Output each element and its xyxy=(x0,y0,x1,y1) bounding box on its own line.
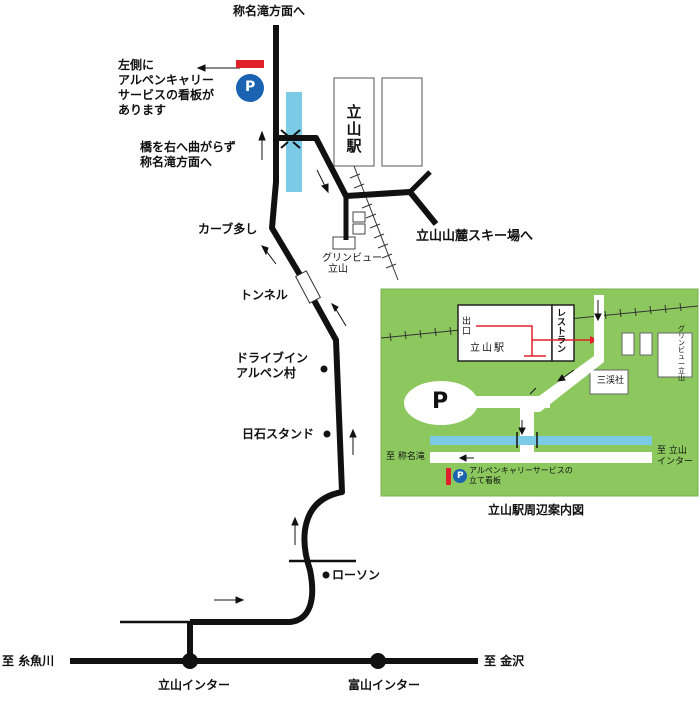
ski-resort-label: 立山山麓スキー場へ xyxy=(416,229,534,244)
station-access-road-3 xyxy=(408,170,432,194)
greenview-building-2 xyxy=(352,223,366,235)
inset-sign-label: アルペンキャリーサービスの 立て看板 xyxy=(469,466,573,486)
inset-restaurant-label: レストラン xyxy=(557,309,567,355)
inset-to-tateyama-ic-label: 至 立山 インター xyxy=(657,446,693,468)
tunnel xyxy=(294,270,322,304)
inset-sign-label-line: アルペンキャリーサービスの xyxy=(469,466,573,475)
inset-station xyxy=(457,304,553,362)
signboard-note-line: アルペンキャリー xyxy=(118,73,214,87)
parking-letter: P xyxy=(245,79,256,95)
tateyama-ic-label: 立山インター xyxy=(158,678,231,692)
nisseki-dot xyxy=(323,430,331,438)
drivein-label: ドライブイン アルペン村 xyxy=(236,351,308,381)
bridge xyxy=(280,129,301,149)
greenview-label-line: 立山 xyxy=(328,264,348,275)
inset-exit-label: 出口 xyxy=(462,317,472,337)
direction-arrows xyxy=(196,64,357,604)
inset-parking-marker-letter: P xyxy=(457,471,464,481)
drivein-label-line: アルペン村 xyxy=(236,366,296,380)
inset-map-caption: 立山駅周辺案内図 xyxy=(488,503,585,517)
toyama-ic-marker xyxy=(370,653,386,669)
drivein-dot xyxy=(320,365,328,373)
signboard-note: 左側に アルペンキャリー サービスの看板が あります xyxy=(118,58,214,118)
drivein-label-line: ドライブイン xyxy=(236,351,309,365)
bridge-note: 橋を右へ曲がらず 称名滝方面へ xyxy=(140,140,236,170)
inset-river xyxy=(430,436,652,445)
parking-marker xyxy=(236,74,264,102)
main-route-road xyxy=(190,25,345,625)
inset-station-label: 立山駅 xyxy=(470,343,506,354)
inset-parking-lot xyxy=(404,381,478,425)
inset-route-arrow xyxy=(476,325,592,357)
lawson-dot xyxy=(322,571,330,579)
signboard-marker xyxy=(236,60,264,68)
greenview-building xyxy=(352,211,366,223)
tateyama-ic-marker xyxy=(182,653,198,669)
tunnel-label: トンネル xyxy=(240,288,288,302)
station-building xyxy=(333,77,375,167)
inset-parking-letter: P xyxy=(432,389,449,414)
to-itoigawa-label: 至 糸魚川 xyxy=(2,654,55,668)
inset-greenview-building-2 xyxy=(639,332,653,356)
inset-greenview-label: グリンビュー立山 xyxy=(678,325,685,382)
inset-arrows xyxy=(458,300,602,462)
greenview-label-line: グリンビュー xyxy=(322,253,382,264)
inset-to-tateyama-ic-line: 至 立山 xyxy=(657,446,687,456)
toyama-ic-label: 富山インター xyxy=(348,678,421,692)
signboard-note-line: 左側に xyxy=(118,58,155,72)
inset-sign-label-line: 立て看板 xyxy=(469,476,501,485)
signboard-note-line: あります xyxy=(118,103,167,117)
top-direction-label: 称名滝方面へ xyxy=(233,4,306,18)
inset-sankeisha-label: 三渓社 xyxy=(597,376,625,386)
inset-greenview-building-3 xyxy=(657,332,693,378)
curves-label: カーブ多し xyxy=(198,222,258,236)
inset-signboard xyxy=(446,468,451,485)
inset-greenview-building xyxy=(621,332,635,356)
bridge-note-line: 称名滝方面へ xyxy=(140,155,213,169)
inset-parking-marker xyxy=(453,469,467,483)
nisseki-label: 日石スタンド xyxy=(242,427,315,441)
inset-to-shomyo-label: 至 称名滝 xyxy=(386,452,425,462)
station-building-2 xyxy=(381,77,423,167)
signboard-note-line: サービスの看板が xyxy=(118,88,215,102)
inset-restaurant xyxy=(551,304,575,362)
lawson-label: ローソン xyxy=(332,568,381,582)
greenview-label: グリンビュー 立山 xyxy=(322,253,382,275)
station-label: 立山駅 xyxy=(346,103,362,155)
to-kanazawa-label: 至 金沢 xyxy=(484,654,525,668)
inset-bridge xyxy=(516,432,538,448)
bridge-note-line: 橋を右へ曲がらず xyxy=(140,140,236,154)
inset-to-tateyama-ic-line: インター xyxy=(657,457,694,467)
inset-sankeisha xyxy=(589,369,629,395)
